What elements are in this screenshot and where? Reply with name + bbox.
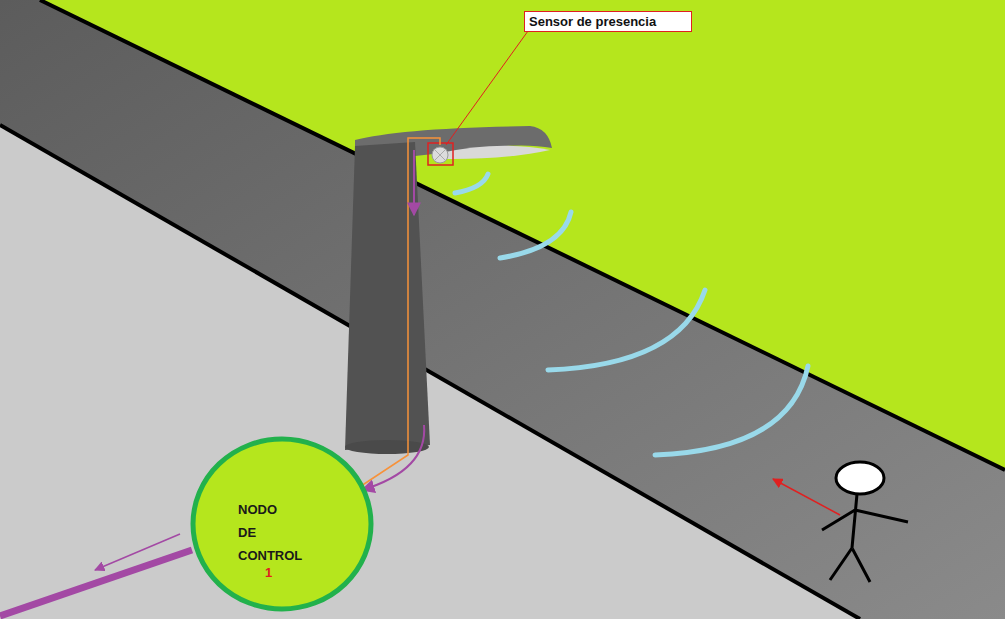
grass xyxy=(40,0,1005,470)
leader-line xyxy=(446,31,528,145)
detection-wave xyxy=(548,290,705,370)
node-label: Sensor de presencia xyxy=(529,14,689,30)
presence-sensor xyxy=(432,147,448,163)
road-edge xyxy=(40,0,1005,470)
lamp-head xyxy=(440,146,550,159)
sensor-highlight xyxy=(428,143,453,165)
walk-direction xyxy=(773,479,840,515)
signal-arrow xyxy=(95,534,180,570)
pedestrian xyxy=(822,462,908,582)
data-bus xyxy=(0,550,192,616)
pole-base xyxy=(345,440,429,454)
node-label: NODO DE CONTROL xyxy=(238,498,348,567)
node-circle xyxy=(193,439,371,609)
signal-arrow xyxy=(362,425,424,490)
signal-arrow xyxy=(413,150,415,215)
pedestrian-body xyxy=(822,494,908,582)
callout-box: Sensor de presencia xyxy=(524,11,692,32)
control-node: NODO DE CONTROL1 xyxy=(190,436,374,612)
sensor-mark xyxy=(434,149,446,161)
detection-waves xyxy=(455,174,808,455)
pedestrian-head xyxy=(836,462,884,494)
detection-wave xyxy=(455,174,488,193)
signal-wire xyxy=(355,138,440,490)
node-outline xyxy=(190,436,374,612)
detection-wave xyxy=(655,366,808,455)
detection-wave xyxy=(500,212,571,258)
node-number: 1 xyxy=(265,565,295,581)
lamp-pole xyxy=(345,142,430,450)
road-edge xyxy=(0,125,860,619)
